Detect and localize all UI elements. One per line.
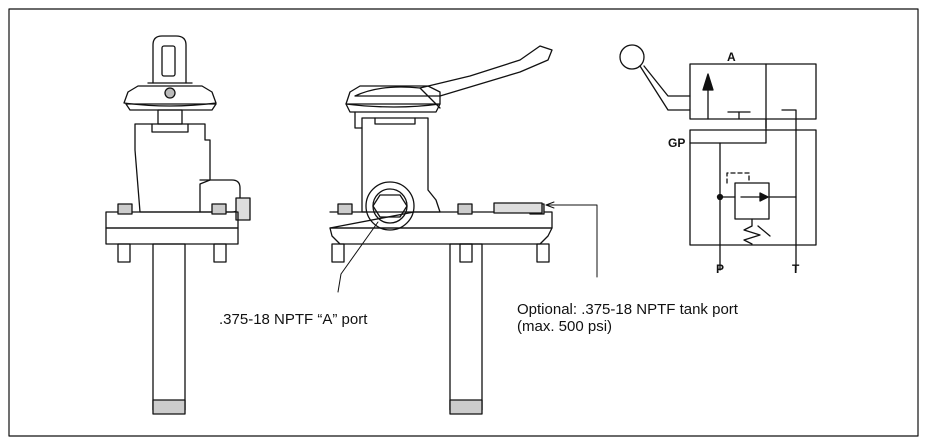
a-port-circle (365, 181, 415, 231)
port-a-label: A (727, 50, 736, 64)
tank-port-leader (545, 204, 598, 278)
drawing-frame (8, 8, 919, 437)
valve-side-view (329, 45, 553, 415)
tank-port-label: Optional: .375-18 NPTF tank port (517, 301, 738, 318)
hydraulic-schematic (619, 44, 817, 271)
valve-front-view (105, 35, 251, 415)
a-port-leader (337, 221, 379, 293)
tank-port-pressure-label: (max. 500 psi) (517, 318, 613, 335)
a-port-label: .375-18 NPTF “A” port (219, 311, 368, 328)
manual-operator-circle (619, 44, 645, 70)
tank-port-plug (493, 202, 543, 214)
port-gp-label: GP (668, 136, 686, 150)
port-p-label: P (716, 262, 725, 276)
port-t-label: T (792, 262, 800, 276)
